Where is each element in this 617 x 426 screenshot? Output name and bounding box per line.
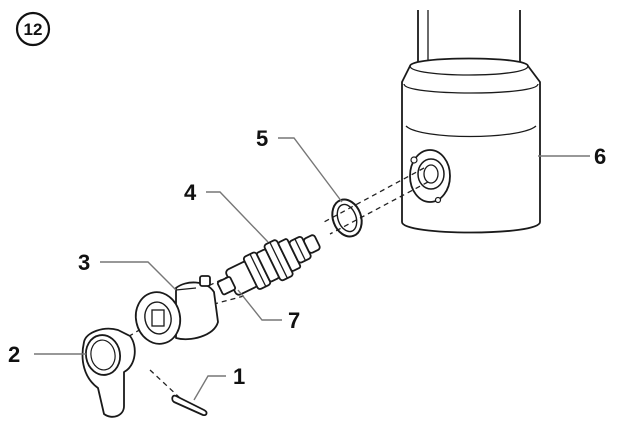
leader-part-4 [206, 191, 269, 243]
step-badge: 12 [15, 11, 51, 47]
label-part-3: 3 [78, 250, 90, 275]
part-labels: 1 2 3 4 5 6 7 [8, 126, 606, 389]
label-part-5: 5 [256, 126, 268, 151]
label-part-2: 2 [8, 342, 20, 367]
leader-lines [34, 137, 590, 401]
label-part-6: 6 [594, 144, 606, 169]
label-part-4: 4 [184, 180, 197, 205]
label-part-1: 1 [233, 364, 245, 389]
handle-adapter-illustration [134, 275, 219, 345]
lever-handle-illustration [81, 327, 136, 418]
faucet-body-illustration [401, 10, 541, 234]
leader-part-3 [100, 261, 177, 291]
pin-illustration [171, 394, 208, 417]
label-part-7: 7 [288, 308, 300, 333]
leader-part-1 [193, 375, 226, 401]
o-ring-illustration [331, 198, 363, 238]
step-number: 12 [24, 20, 43, 39]
cartridge-illustration [216, 234, 321, 296]
assembly-guide-lines [125, 167, 429, 399]
leader-part-5 [278, 137, 343, 203]
leader-part-7 [237, 289, 282, 321]
